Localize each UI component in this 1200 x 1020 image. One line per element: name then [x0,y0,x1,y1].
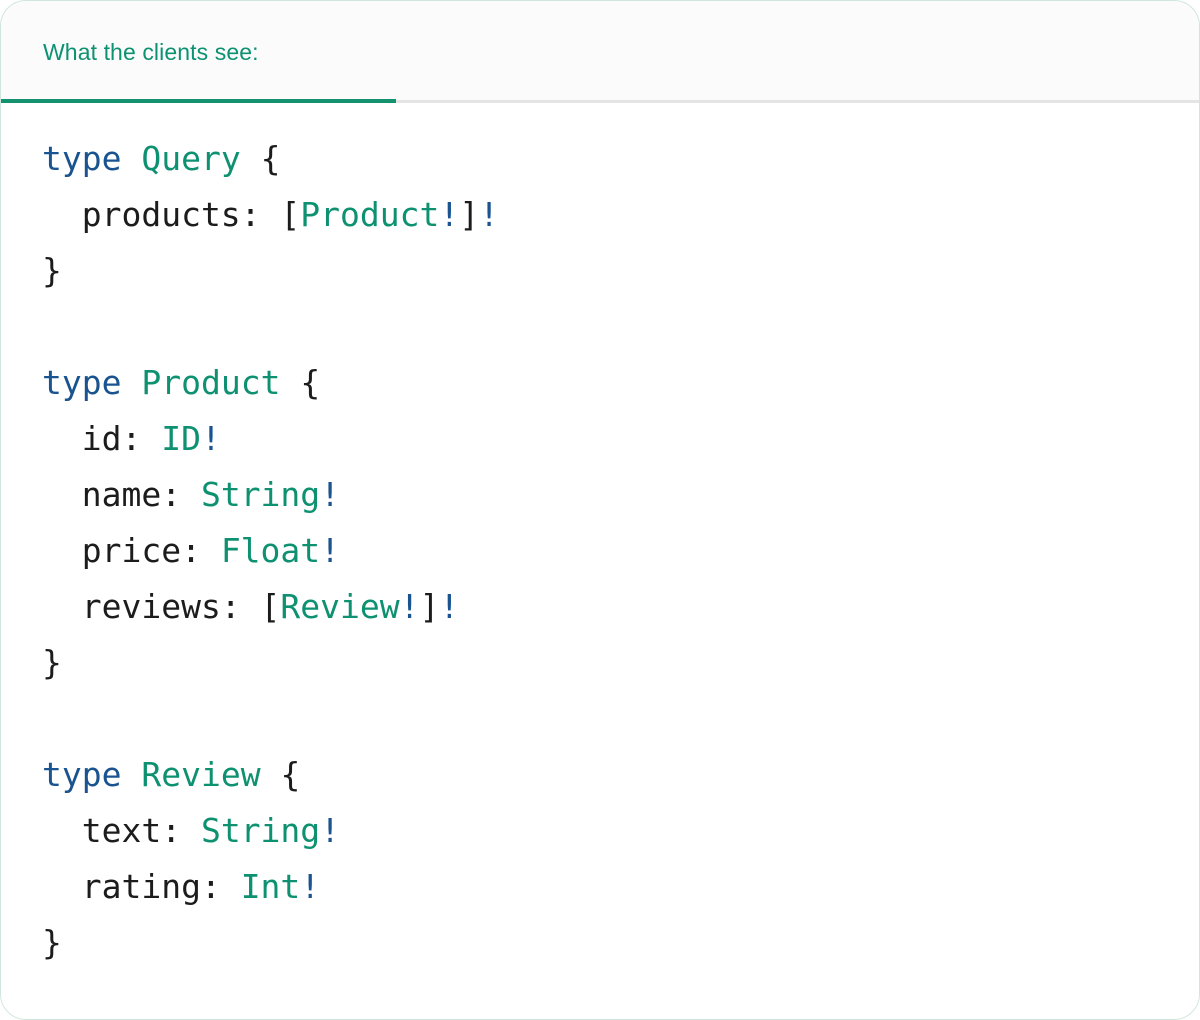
code-line: price: Float! [42,523,1199,579]
code-line [42,299,1199,355]
tab-bar: What the clients see: [1,1,1199,103]
code-token-type: Int [240,867,301,906]
code-token-punct: ] [419,587,440,626]
code-token-type: String [200,811,321,850]
code-token-kw: type [42,755,122,794]
code-token-type: Review [280,587,400,626]
code-token-plain [42,307,62,346]
code-token-type: Float [220,531,321,570]
code-token-field: reviews: [42,587,261,626]
code-token-field: text: [42,811,201,850]
code-line: text: String! [42,803,1199,859]
code-token-kw: type [42,363,122,402]
code-token-kw: type [42,139,122,178]
code-token-type: ID [161,419,201,458]
code-panel: type Query { products: [Product!]!} type… [1,103,1199,1018]
code-line: type Product { [42,355,1199,411]
code-token-punct: { [280,755,301,794]
code-line: } [42,243,1199,299]
code-token-punct: } [42,923,62,962]
code-token-punct: } [42,251,62,290]
code-line [42,691,1199,747]
code-token-bang: ! [320,811,341,850]
code-token-bang: ! [399,587,420,626]
code-token-plain [121,755,141,794]
code-token-plain [42,699,62,738]
code-token-field: rating: [42,867,241,906]
code-token-field: products: [42,195,281,234]
code-token-field: price: [42,531,221,570]
graphql-schema-code[interactable]: type Query { products: [Product!]!} type… [1,131,1199,971]
code-token-punct: [ [280,195,301,234]
code-line: } [42,915,1199,971]
code-token-plain [261,755,281,794]
code-line: rating: Int! [42,859,1199,915]
code-token-punct: [ [260,587,281,626]
code-token-punct: } [42,643,62,682]
code-token-type: Product [300,195,440,234]
code-line: name: String! [42,467,1199,523]
code-line: products: [Product!]! [42,187,1199,243]
code-token-bang: ! [439,587,460,626]
code-token-plain [280,363,300,402]
code-line: type Review { [42,747,1199,803]
code-token-bang: ! [320,475,341,514]
code-line: id: ID! [42,411,1199,467]
active-tab-underline [1,99,396,103]
code-token-punct: ] [459,195,480,234]
code-line: type Query { [42,131,1199,187]
code-token-field: id: [42,419,162,458]
code-token-bang: ! [200,419,221,458]
tab-what-the-clients-see[interactable]: What the clients see: [1,1,396,103]
code-token-bang: ! [439,195,460,234]
code-token-plain [121,363,141,402]
tab-label: What the clients see: [43,38,259,65]
code-token-field: name: [42,475,201,514]
code-token-type: Product [141,363,281,402]
code-line: reviews: [Review!]! [42,579,1199,635]
code-token-type: Query [141,139,241,178]
code-token-type: Review [141,755,261,794]
code-token-bang: ! [479,195,499,234]
code-token-punct: { [260,139,281,178]
code-line: } [42,635,1199,691]
code-token-punct: { [300,363,321,402]
code-token-plain [121,139,141,178]
code-token-type: String [200,475,321,514]
code-token-bang: ! [300,867,321,906]
code-token-plain [241,139,261,178]
tab-bar-divider [1,100,1199,103]
code-token-bang: ! [320,531,341,570]
